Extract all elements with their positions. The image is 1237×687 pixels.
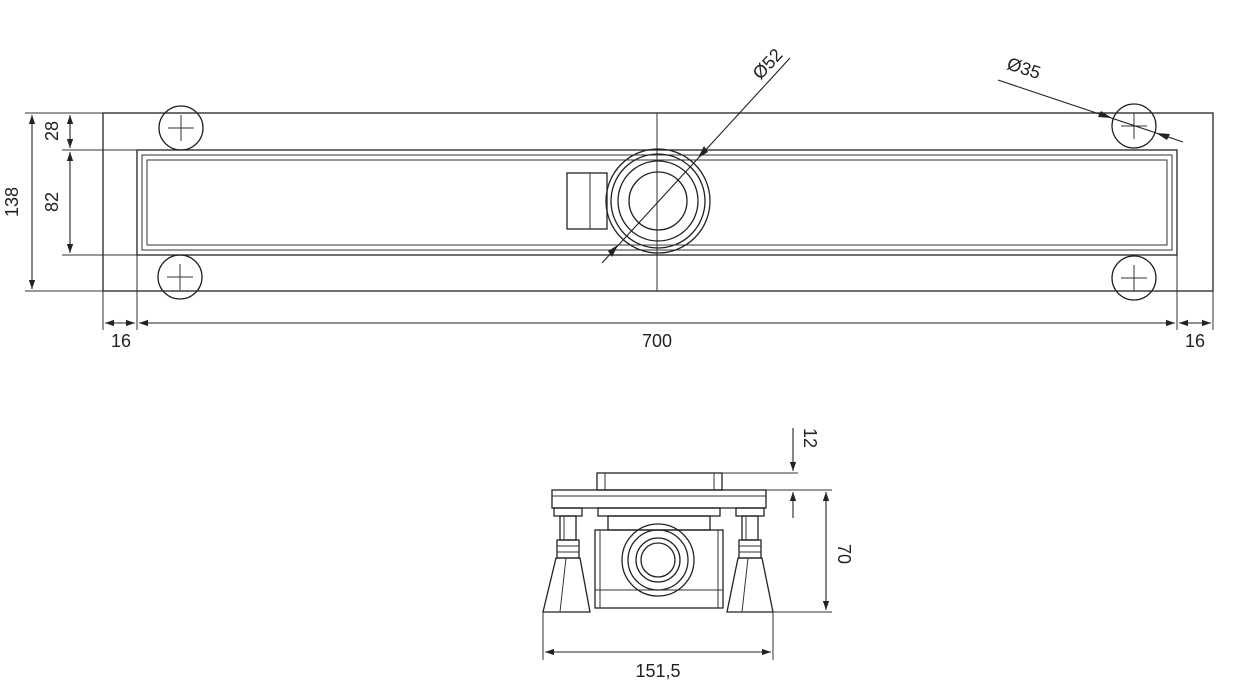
dim-overall-height: 138: [2, 187, 22, 217]
dim-drain-diameter: Ø52: [749, 45, 787, 84]
dim-length: 700: [642, 331, 672, 351]
drain-body: [594, 507, 724, 609]
outlet-pipe: [621, 523, 695, 597]
leader-hole-diameter: [997, 79, 1184, 143]
dim-width: 151,5: [635, 661, 680, 681]
dim-height: 70: [834, 544, 854, 564]
grate: [596, 472, 723, 491]
dim-top-offset: 28: [42, 121, 62, 141]
adjustable-foot-right: [726, 507, 774, 613]
dim-left-margin: 16: [111, 331, 131, 351]
leader-drain-diameter: [601, 57, 791, 264]
flange: [551, 489, 767, 509]
mounting-hole-bottom-right: [1111, 255, 1157, 301]
side-outlet: [566, 172, 608, 230]
drain-channel: [136, 149, 1178, 256]
dim-channel-height: 82: [42, 192, 62, 212]
dim-grate-thickness: 12: [800, 428, 820, 448]
top-view: 138 28 82 16 700 16 Ø52 Ø35: [2, 45, 1214, 351]
dim-right-margin: 16: [1185, 331, 1205, 351]
dim-hole-diameter: Ø35: [1005, 54, 1044, 84]
side-view: 12 70 151,5: [542, 428, 854, 681]
mounting-hole-bottom-left: [157, 254, 203, 300]
mounting-plate-outline: [102, 112, 1214, 292]
adjustable-foot-left: [542, 507, 591, 613]
drain-outlet: [605, 148, 711, 254]
mounting-hole-top-left: [158, 105, 204, 151]
